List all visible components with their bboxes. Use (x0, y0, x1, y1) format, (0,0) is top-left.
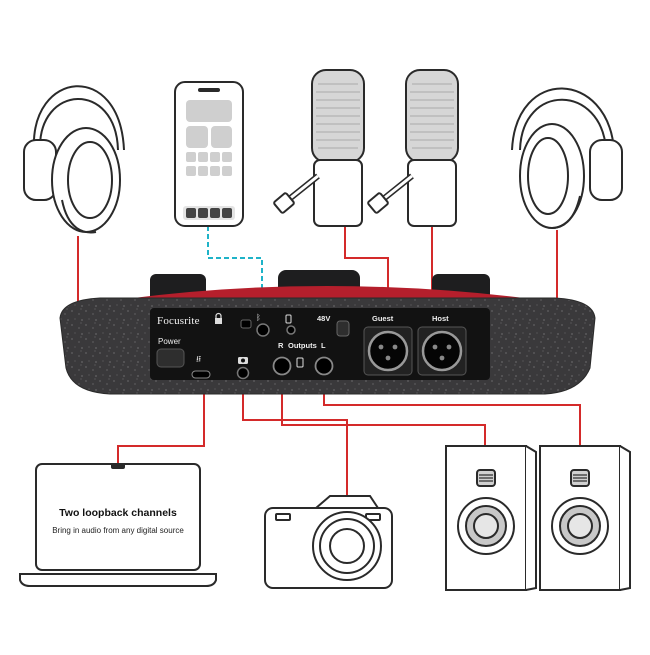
power-button (156, 348, 185, 368)
xlr-guest (363, 326, 413, 376)
laptop-icon (19, 463, 217, 587)
brand-logo: Focusrite (157, 315, 200, 327)
laptop-title: Two loopback channels (59, 507, 177, 519)
output-l-jack (314, 356, 334, 376)
laptop-subtitle: Bring in audio from any digital source (52, 526, 184, 535)
bluetooth-link (207, 226, 263, 322)
cables (77, 226, 581, 496)
output-divider-icon (296, 357, 304, 368)
phone-jack (286, 325, 296, 335)
microphone-icon (367, 69, 459, 227)
smartphone-icon (174, 81, 244, 227)
cable-speaker-left (281, 368, 486, 446)
output-r-jack (272, 356, 292, 376)
xlr-host (417, 326, 467, 376)
outputs-label: Outputs (288, 341, 317, 350)
guest-label: Guest (372, 314, 394, 323)
cable-laptop (117, 378, 205, 464)
power-label: Power (158, 337, 181, 346)
camera-icon (238, 357, 248, 364)
headphones-icon (511, 87, 623, 229)
bluetooth-jack (256, 323, 270, 337)
speaker-icon (539, 445, 631, 591)
camera-jack (236, 366, 250, 380)
phantom-power-button (336, 320, 350, 337)
phantom-power-label: 48V (317, 314, 331, 323)
audio-interface: ᛒ ⭿ (59, 270, 596, 395)
usb-icon: ⭿ (196, 355, 201, 364)
kensington-slot (240, 319, 252, 329)
headphones-icon (23, 85, 125, 234)
camera-icon (264, 495, 393, 589)
output-l-label: L (321, 341, 326, 350)
usb-c-port (191, 370, 211, 379)
lock-icon (215, 312, 222, 324)
cable-camera (242, 378, 348, 496)
speaker-icon (445, 445, 537, 591)
bluetooth-icon: ᛒ (256, 313, 261, 322)
host-label: Host (432, 314, 449, 323)
output-r-label: R (278, 341, 284, 350)
phone-icon (285, 314, 292, 324)
microphone-icon (273, 69, 365, 227)
